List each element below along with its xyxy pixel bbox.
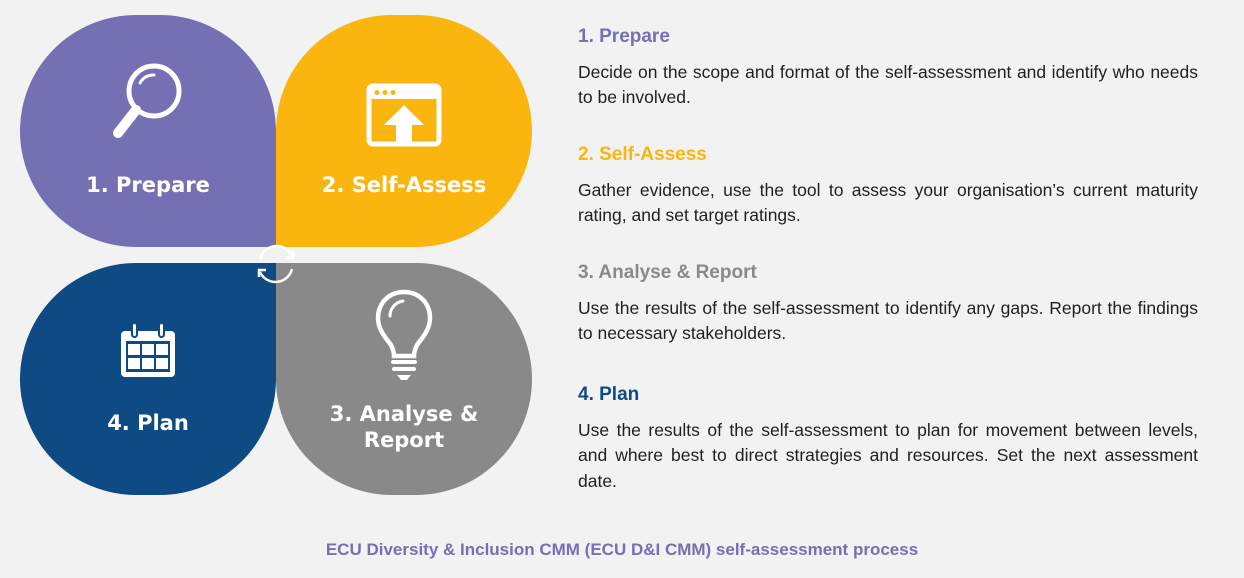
petal-label: 4. Plan <box>107 411 189 435</box>
calendar-icon <box>117 321 179 388</box>
petal-plan: 4. Plan <box>20 263 276 495</box>
petal-analyse-report: 3. Analyse & Report <box>276 263 532 495</box>
magnifier-icon <box>110 59 186 150</box>
step-description: Decide on the scope and format of the se… <box>578 62 1198 108</box>
step-title: 2. Self-Assess <box>578 144 707 165</box>
step-title: 3. Analyse & Report <box>578 262 757 283</box>
diagram-caption: ECU Diversity & Inclusion CMM (ECU D&I C… <box>325 540 919 559</box>
upload-window-icon <box>366 83 442 152</box>
step-description: Gather evidence, use the tool to assess … <box>578 180 1198 226</box>
step-block-plan: 4. Plan Use the results of the self-asse… <box>578 384 1198 491</box>
step-title: 4. Plan <box>578 384 640 405</box>
petal-label: 1. Prepare <box>86 173 210 197</box>
step-block-prepare: 1. Prepare Decide on the scope and forma… <box>578 26 1198 112</box>
petal-label: 3. Analyse & Report <box>329 402 479 453</box>
petal-label: 2. Self-Assess <box>321 173 487 197</box>
step-description: Use the results of the self-assessment t… <box>578 420 1198 491</box>
lightbulb-icon <box>374 288 434 389</box>
step-description: Use the results of the self-assessment t… <box>578 298 1198 344</box>
step-block-self-assess: 2. Self-Assess Gather evidence, use the … <box>578 144 1198 230</box>
step-title: 1. Prepare <box>578 26 670 47</box>
cycle-arrows-icon <box>257 244 295 284</box>
petal-self-assess: 2. Self-Assess <box>276 15 532 247</box>
step-block-analyse-report: 3. Analyse & Report Use the results of t… <box>578 262 1198 348</box>
petal-prepare: 1. Prepare <box>20 15 276 247</box>
